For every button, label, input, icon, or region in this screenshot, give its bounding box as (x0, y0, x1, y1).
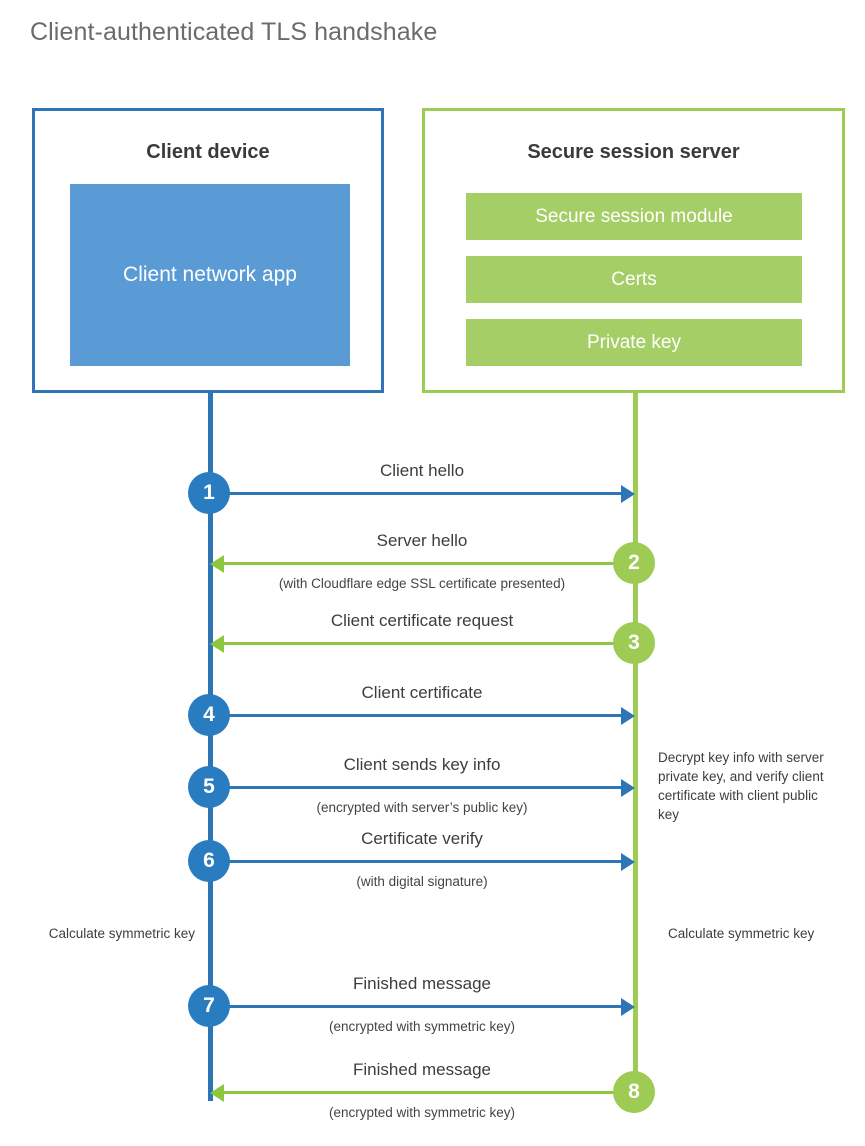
step-label-7: Finished message (353, 974, 491, 993)
step-label-2: Server hello (376, 531, 468, 550)
arrow-head-7 (621, 998, 635, 1016)
step-label-8: Finished message (353, 1060, 491, 1079)
server-component-secure-session-module: Secure session module (466, 193, 802, 240)
note-server-decrypt: Decrypt key info with server private key… (658, 750, 824, 823)
arrow-line-7 (210, 1005, 623, 1008)
secure-session-server-title: Secure session server (527, 141, 740, 163)
step-sublabel-6: (with digital signature) (356, 874, 488, 889)
client-network-app-block: Client network app (70, 184, 350, 366)
step-sublabel-2: (with Cloudflare edge SSL certificate pr… (278, 576, 566, 591)
step-label-1: Client hello (379, 461, 465, 480)
arrow-head-2 (210, 555, 224, 573)
arrow-head-4 (621, 707, 635, 725)
page-title: Client-authenticated TLS handshake (30, 18, 438, 46)
step-sublabel-5: (encrypted with server’s public key) (316, 800, 528, 815)
arrow-head-5 (621, 779, 635, 797)
arrow-head-8 (210, 1084, 224, 1102)
step-badge-1[interactable]: 1 (188, 472, 230, 514)
step-badge-5[interactable]: 5 (188, 766, 230, 808)
step-badge-2[interactable]: 2 (613, 542, 655, 584)
server-component-private-key: Private key (466, 319, 802, 366)
step-label-6: Certificate verify (361, 829, 483, 848)
step-badge-6[interactable]: 6 (188, 840, 230, 882)
step-badge-8[interactable]: 8 (613, 1071, 655, 1113)
step-sublabel-7: (encrypted with symmetric key) (328, 1019, 516, 1034)
arrow-line-2 (222, 562, 635, 565)
arrow-line-1 (210, 492, 623, 495)
server-component-certs: Certs (466, 256, 802, 303)
arrow-line-4 (210, 714, 623, 717)
client-device-box: Client device Client network app (32, 108, 384, 393)
arrow-line-5 (210, 786, 623, 789)
arrow-line-3 (222, 642, 635, 645)
client-lifeline (208, 391, 213, 1101)
step-label-5: Client sends key info (343, 755, 501, 774)
arrow-line-6 (210, 860, 623, 863)
step-label-3: Client certificate request (330, 611, 514, 630)
step-sublabel-8: (encrypted with symmetric key) (328, 1105, 516, 1120)
step-label-4: Client certificate (361, 683, 483, 702)
arrow-line-8 (222, 1091, 635, 1094)
note-client-calculate-symmetric-key: Calculate symmetric key (48, 926, 195, 941)
server-lifeline (633, 391, 638, 1093)
arrow-head-6 (621, 853, 635, 871)
note-server-calculate-symmetric-key: Calculate symmetric key (668, 926, 815, 941)
step-badge-4[interactable]: 4 (188, 694, 230, 736)
secure-session-server-box: Secure session server Secure session mod… (422, 108, 845, 393)
step-badge-7[interactable]: 7 (188, 985, 230, 1027)
arrow-head-3 (210, 635, 224, 653)
step-badge-3[interactable]: 3 (613, 622, 655, 664)
client-device-title: Client device (146, 141, 270, 163)
arrow-head-1 (621, 485, 635, 503)
